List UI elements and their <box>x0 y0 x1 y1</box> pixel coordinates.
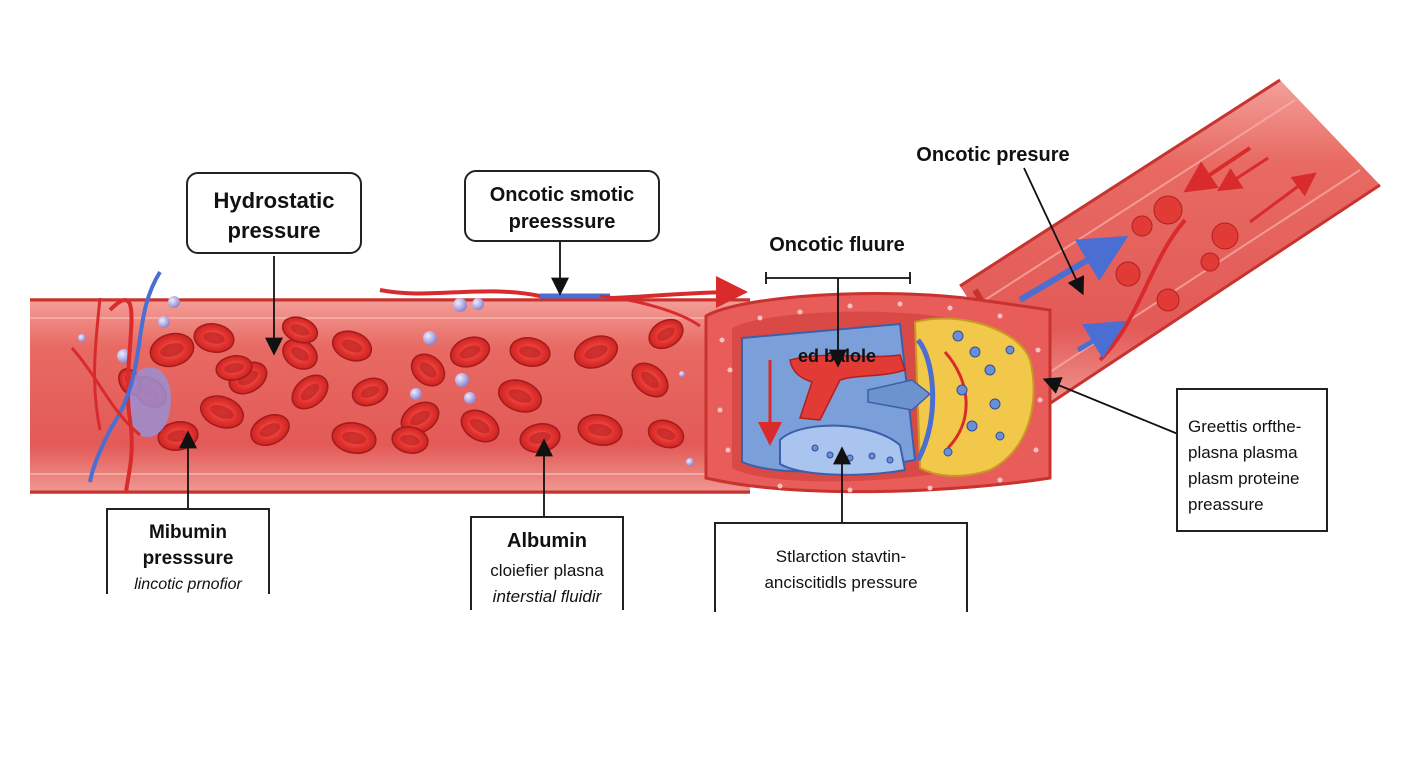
red-blood-cell <box>199 395 245 429</box>
red-blood-cell <box>631 362 669 398</box>
greettis-line-3: plasm proteine <box>1188 469 1300 488</box>
red-blood-cell <box>282 338 318 370</box>
albumin-label: Albumin cloiefier plasna interstial flui… <box>470 516 624 610</box>
mibumin-line-1: Mibumin <box>148 522 228 543</box>
hydrostatic-line-2: pressure <box>227 218 321 243</box>
starction-line-2: anciscitidls pressure <box>764 573 918 592</box>
starction-line-1: Stlarction stavtin- <box>775 547 907 566</box>
oncotic-smotic-line-2: preesssure <box>508 211 616 233</box>
red-blood-cell <box>460 409 500 443</box>
greettis-line-1: Greettis orfthe- <box>1188 417 1302 436</box>
greettis-line-4: preassure <box>1188 495 1264 514</box>
red-blood-cell <box>215 355 253 381</box>
red-blood-cell <box>577 413 623 447</box>
oncotic-presure-label: Oncotic presure <box>916 144 1070 166</box>
red-blood-cell <box>449 336 491 368</box>
ed-balole-label: ed balole <box>797 346 877 366</box>
red-blood-cell <box>331 421 377 455</box>
red-blood-cell <box>573 335 619 369</box>
red-blood-cell <box>193 323 235 353</box>
vessel-strands <box>70 270 162 493</box>
vessel-cross-section <box>704 292 1052 494</box>
plasma-proteins <box>78 296 694 466</box>
hydrostatic-pressure-label: Hydrostatic pressure <box>186 172 362 254</box>
oncotic-fluure-label: Oncotic fluure <box>769 234 905 256</box>
mibumin-line-2: presssure <box>142 548 234 569</box>
red-blood-cell <box>291 374 329 410</box>
red-blood-cell <box>647 419 685 449</box>
red-blood-cell <box>509 337 551 367</box>
red-blood-cell <box>331 330 373 362</box>
red-blood-cell <box>648 318 684 350</box>
red-blood-cell <box>149 332 195 368</box>
oncotic-smotic-line-1: Oncotic smotic <box>489 184 635 206</box>
greettis-label: Greettis orfthe- plasna plasma plasm pro… <box>1176 388 1328 532</box>
callout-lines <box>179 167 1179 522</box>
red-blood-cell <box>281 316 319 344</box>
red-blood-cell <box>410 353 446 387</box>
red-blood-cell <box>497 379 543 413</box>
mibumin-line-3: lincotic prnofior <box>134 576 242 593</box>
red-blood-cell <box>391 426 429 454</box>
hydrostatic-line-1: Hydrostatic <box>213 188 335 213</box>
oncotic-smotic-label: Oncotic smotic preesssure <box>464 170 660 242</box>
mibumin-pressure-label: Mibumin presssure lincotic prnofior <box>106 508 270 594</box>
greettis-line-2: plasna plasma <box>1188 443 1298 462</box>
red-blood-cell <box>250 414 290 446</box>
red-blood-cell <box>351 377 389 407</box>
starction-label: Stlarction stavtin- anciscitidls pressur… <box>714 522 968 612</box>
surface-flow-arrows <box>379 276 748 328</box>
albumin-line-2: cloiefier plasna <box>490 561 604 580</box>
albumin-line-3: interstial fluidir <box>492 587 602 606</box>
albumin-line-1: Albumin <box>507 530 587 552</box>
